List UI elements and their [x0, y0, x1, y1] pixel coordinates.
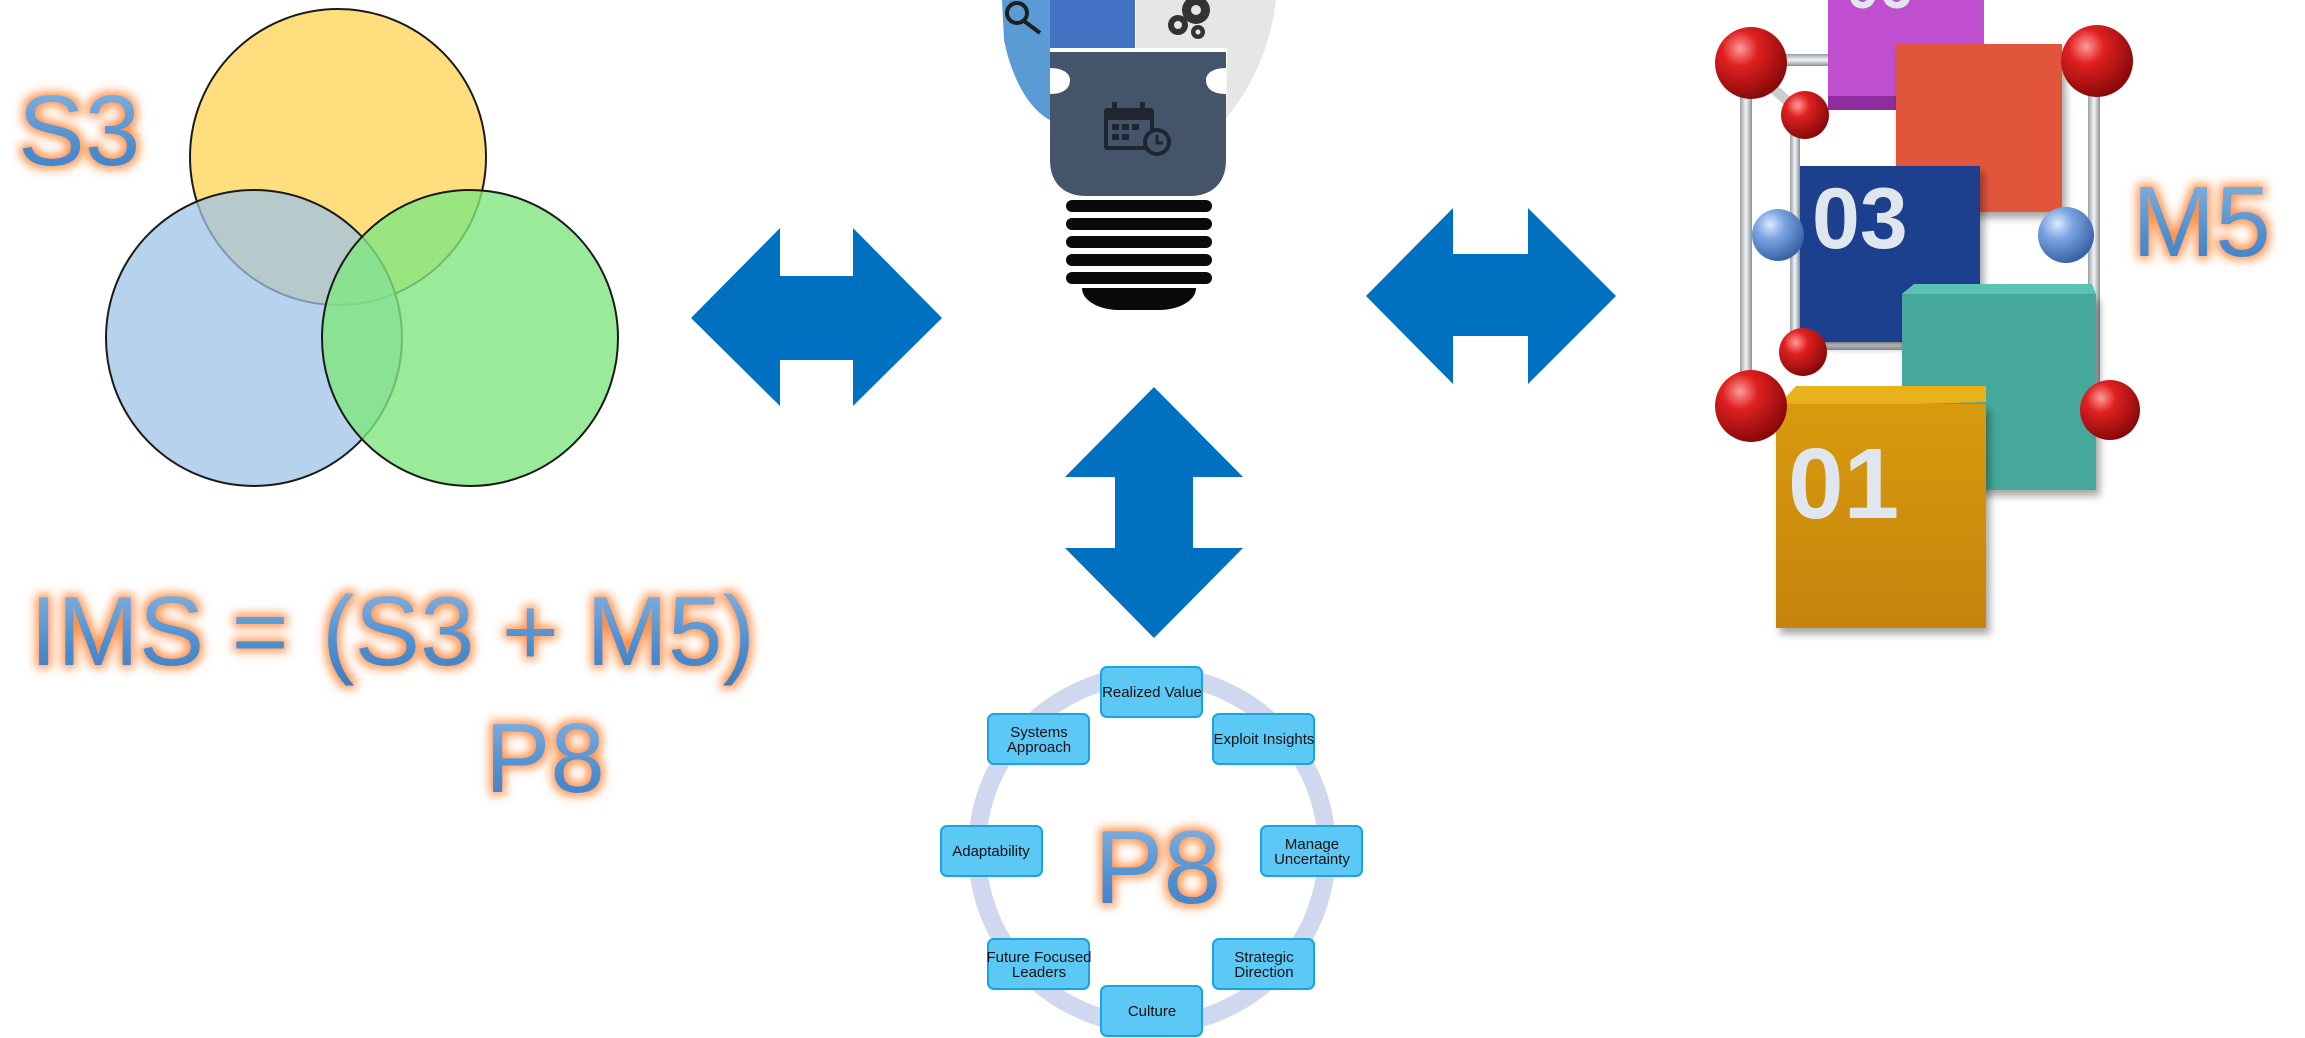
bulb-blue-piece: [1050, 0, 1135, 48]
molecule-cube-icon: 06 03 01: [1715, 0, 2140, 628]
cube-box-gold: [1776, 404, 1986, 628]
node-label-line2: Approach: [1007, 739, 1071, 756]
cycle-node-realized-value: Realized Value: [1100, 666, 1203, 718]
cycle-node-future-focused-leaders: Future Focused Leaders: [986, 938, 1092, 990]
cycle-node-adaptability: Adaptability: [940, 825, 1043, 877]
cube-box-gold-top: [1776, 386, 1986, 408]
node-label-line2: Uncertainty: [1274, 851, 1350, 868]
atoms: [1715, 25, 2140, 442]
node-label: Adaptability: [952, 843, 1030, 860]
formula-denominator: P8: [485, 703, 605, 813]
node-label: Future Focused: [986, 949, 1091, 966]
venn-circle-green: [321, 189, 619, 487]
bulb-right-glass: [1226, 0, 1276, 118]
cycle-node-systems-approach: Systems Approach: [987, 713, 1090, 765]
node-label: Realized Value: [1102, 684, 1202, 701]
cycle-node-exploit-insights: Exploit Insights: [1212, 713, 1315, 765]
lightbulb-icon: [1002, 0, 1276, 310]
calendar-clock-icon: [1104, 102, 1171, 156]
right-double-arrow: [1366, 208, 1616, 384]
venn-diagram: [105, 8, 619, 487]
p8-label: P8: [1094, 810, 1221, 926]
magnifier-icon: [1005, 1, 1042, 35]
cycle-node-strategic-direction: Strategic Direction: [1212, 938, 1315, 990]
node-label: Exploit Insights: [1214, 731, 1315, 748]
cycle-node-culture: Culture: [1100, 985, 1203, 1037]
formula: IMS = (S3 + M5) P8: [30, 576, 778, 813]
m5-label: M5: [2132, 166, 2271, 278]
gears-icon: [1168, 0, 1210, 39]
formula-left: IMS =: [30, 576, 289, 686]
bulb-base: [1066, 200, 1212, 310]
node-label: Culture: [1128, 1003, 1176, 1020]
node-label-line2: Direction: [1234, 964, 1293, 981]
cube-front-number: 01: [1788, 428, 1899, 540]
node-label: Strategic: [1234, 949, 1294, 966]
vertical-double-arrow: [1065, 387, 1243, 638]
node-label: Manage: [1285, 836, 1339, 853]
cube-back-number: 03: [1812, 171, 1908, 267]
p8-cycle: P8 Realized Value Exploit Insights Manag…: [940, 666, 1363, 1037]
left-double-arrow: [691, 228, 942, 406]
node-label-line2: Leaders: [1012, 964, 1066, 981]
formula-numerator: (S3 + M5): [322, 576, 755, 686]
cube-top-number: 06: [1846, 0, 1913, 21]
cube-box-teal-top: [1902, 284, 2096, 294]
s3-label: S3: [18, 75, 140, 187]
cycle-node-manage-uncertainty: Manage Uncertainty: [1260, 825, 1363, 877]
node-label: Systems: [1010, 724, 1068, 741]
